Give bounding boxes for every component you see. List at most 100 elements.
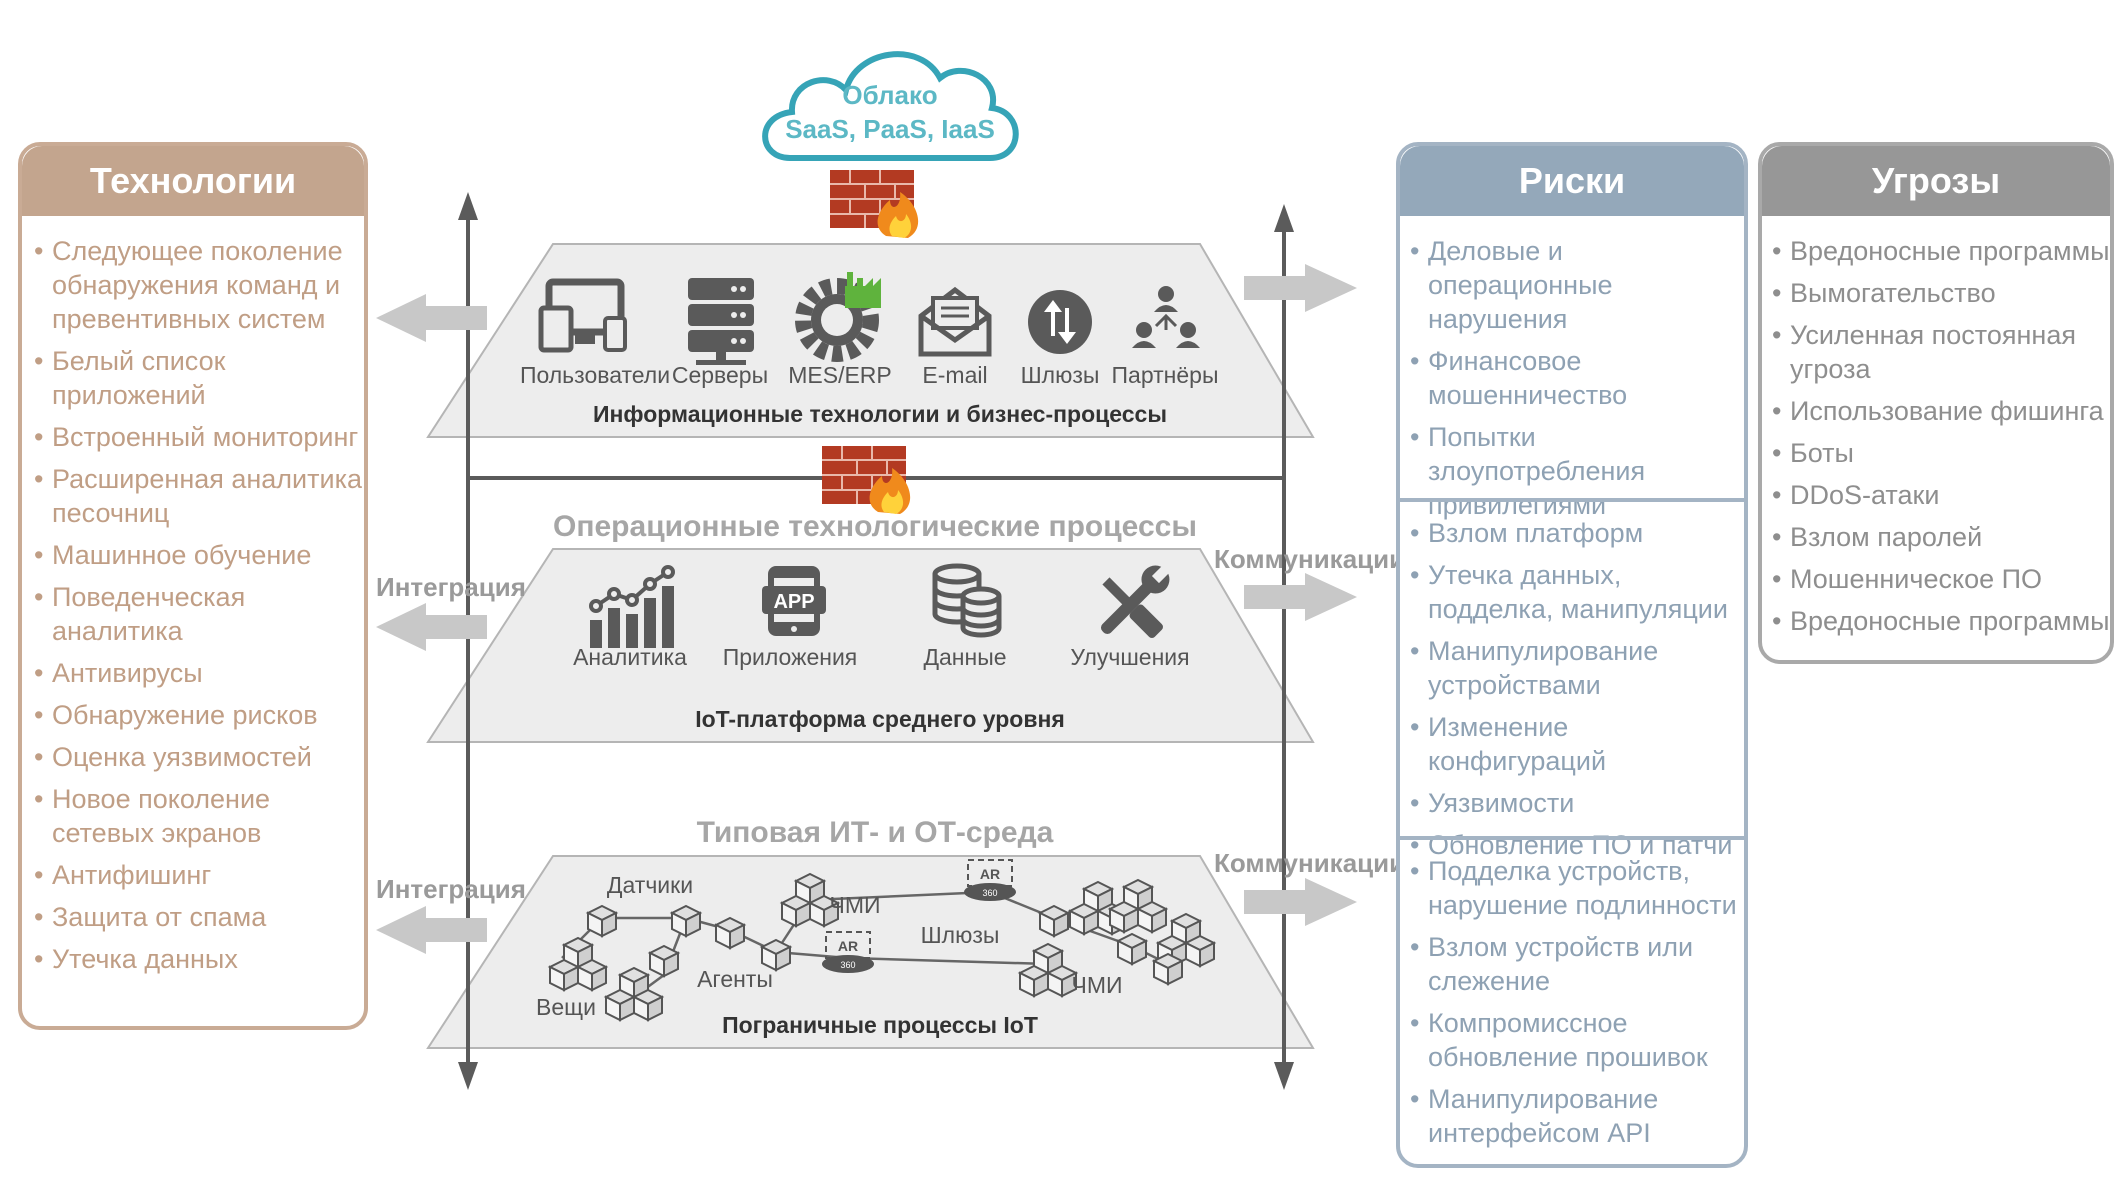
agent-cube-2 — [649, 945, 679, 977]
ar-headset-2-sub: 360 — [840, 960, 855, 970]
technology-item: Оценка уязвимостей — [34, 740, 364, 774]
thing-cube-7 — [1153, 953, 1183, 985]
arrow-right-1 — [1244, 264, 1357, 312]
risk-item: Компромиссное обновление прошивок — [1410, 1006, 1740, 1074]
threat-item: Боты — [1772, 436, 2112, 470]
arrow-left-3 — [376, 906, 487, 954]
edge-label-things: Вещи — [536, 994, 596, 1020]
arrow-right-2 — [1244, 573, 1357, 621]
risk-item: Попытки злоупотребления привилегиями — [1410, 420, 1740, 522]
risks-divider-2 — [1400, 836, 1744, 840]
partners-icon — [1132, 286, 1200, 348]
risk-item: Подделка устройств, нарушение подлинност… — [1410, 854, 1740, 922]
thing-cube-5 — [1117, 933, 1147, 965]
risk-item: Уязвимости — [1410, 786, 1740, 820]
agent-cube-1 — [715, 917, 745, 949]
edge-heading: Типовая ИТ- и ОТ-среда — [696, 816, 1054, 849]
technology-item: Машинное обучение — [34, 538, 364, 572]
technologies-panel: Технологии Следующее поколение обнаружен… — [18, 142, 368, 1030]
gateway-cube-1 — [1039, 905, 1069, 937]
gateway-arrows-icon — [1028, 290, 1092, 354]
technology-item: Антивирусы — [34, 656, 364, 690]
ar-headset-icon-1: AR 360 — [964, 859, 1016, 901]
edge-label-agents: Агенты — [697, 966, 773, 992]
technology-item: Встроенный мониторинг — [34, 420, 364, 454]
iot-label-improvements: Улучшения — [1070, 644, 1190, 670]
iot-label-analytics: Аналитика — [573, 644, 687, 670]
integration-label-2: Интеграция — [376, 874, 526, 904]
technology-item: Обнаружение рисков — [34, 698, 364, 732]
edge-title: Пограничные процессы IoT — [722, 1012, 1038, 1038]
ar-headset-2-text: AR — [838, 938, 858, 954]
cloud-label-line2: SaaS, PaaS, IaaS — [785, 114, 995, 144]
technology-item: Защита от спама — [34, 900, 364, 934]
iot-platform-title: IoT-платформа среднего уровня — [695, 706, 1065, 732]
arrow-left-1 — [376, 294, 487, 342]
threats-panel: Угрозы Вредоносные программы Вымогательс… — [1758, 142, 2114, 664]
risk-group-devices: Подделка устройств, нарушение подлинност… — [1410, 854, 1740, 1158]
risks-divider-1 — [1400, 498, 1744, 502]
technology-item: Утечка данных — [34, 942, 364, 976]
threat-item: Использование фишинга — [1772, 394, 2112, 428]
tools-icon — [1100, 564, 1171, 638]
edge-label-gateways: Шлюзы — [920, 922, 1000, 948]
threat-item: Взлом паролей — [1772, 520, 2112, 554]
database-icon — [932, 563, 1002, 638]
risks-title: Риски — [1400, 146, 1744, 216]
ar-headset-1-text: AR — [980, 866, 1000, 882]
technology-item: Поведенческая аналитика — [34, 580, 364, 648]
envelope-icon — [918, 286, 992, 357]
risks-panel: Риски Деловые и операционные нарушения Ф… — [1396, 142, 1748, 1168]
iot-label-data: Данные — [923, 644, 1007, 670]
bar-chart-icon — [589, 565, 675, 648]
threat-item: DDoS-атаки — [1772, 478, 2112, 512]
edge-label-hmi-2: ЧМИ — [1071, 972, 1123, 998]
threats-list: Вредоносные программы Вымогательство Уси… — [1772, 234, 2112, 646]
technology-item: Новое поколение сетевых экранов — [34, 782, 364, 850]
risk-item: Манипулирование устройствами — [1410, 634, 1740, 702]
it-label-users: Пользователи — [519, 362, 671, 388]
risk-group-platform: Взлом платформ Утечка данных, подделка, … — [1410, 516, 1740, 870]
monitor-icon — [538, 278, 627, 353]
edge-label-hmi-1: ЧМИ — [829, 892, 881, 918]
firewall-icon-top — [830, 170, 919, 238]
risk-item: Изменение конфигураций — [1410, 710, 1740, 778]
gear-factory-icon — [795, 272, 881, 362]
right-vertical-axis — [1274, 204, 1294, 1090]
sensor-cube-2 — [671, 905, 701, 937]
firewall-icon-middle — [822, 446, 911, 514]
ar-headset-1-sub: 360 — [982, 888, 997, 898]
server-icon — [688, 278, 754, 365]
integration-label-1: Интеграция — [376, 572, 526, 602]
arrow-right-3 — [1244, 878, 1357, 926]
threats-title: Угрозы — [1762, 146, 2110, 216]
technologies-list: Следующее поколение обнаружения команд и… — [34, 234, 364, 984]
it-layer-title: Информационные технологии и бизнес-проце… — [593, 401, 1167, 427]
threat-item: Вымогательство — [1772, 276, 2112, 310]
it-label-partners: Партнёры — [1111, 362, 1219, 388]
cloud-label-line1: Облако — [842, 80, 938, 110]
edge-label-sensors: Датчики — [606, 872, 694, 898]
it-label-email: E-mail — [922, 362, 988, 388]
iot-platform-heading: Операционные технологические процессы — [553, 510, 1197, 543]
risk-item: Деловые и операционные нарушения — [1410, 234, 1740, 336]
threat-item: Усиленная постоянная угроза — [1772, 318, 2112, 386]
technology-item: Антифишинг — [34, 858, 364, 892]
communications-label-1: Коммуникации — [1214, 544, 1406, 574]
it-label-servers: Серверы — [671, 362, 769, 388]
threat-item: Вредоносные программы — [1772, 234, 2112, 268]
cloud-icon — [762, 51, 1019, 161]
technology-item: Расширенная аналитика песочниц — [34, 462, 364, 530]
risk-group-business: Деловые и операционные нарушения Финансо… — [1410, 234, 1740, 530]
communications-label-2: Коммуникации — [1214, 848, 1406, 878]
sensor-cube-1 — [587, 905, 617, 937]
technologies-title: Технологии — [22, 146, 364, 216]
ar-headset-icon-2: AR 360 — [822, 931, 874, 973]
technology-item: Следующее поколение обнаружения команд и… — [34, 234, 364, 336]
risk-item: Взлом устройств или слежение — [1410, 930, 1740, 998]
risk-item: Утечка данных, подделка, манипуляции — [1410, 558, 1740, 626]
iot-label-apps: Приложения — [722, 644, 858, 670]
arrow-left-2 — [376, 603, 487, 651]
threat-item: Мошенническое ПО — [1772, 562, 2112, 596]
